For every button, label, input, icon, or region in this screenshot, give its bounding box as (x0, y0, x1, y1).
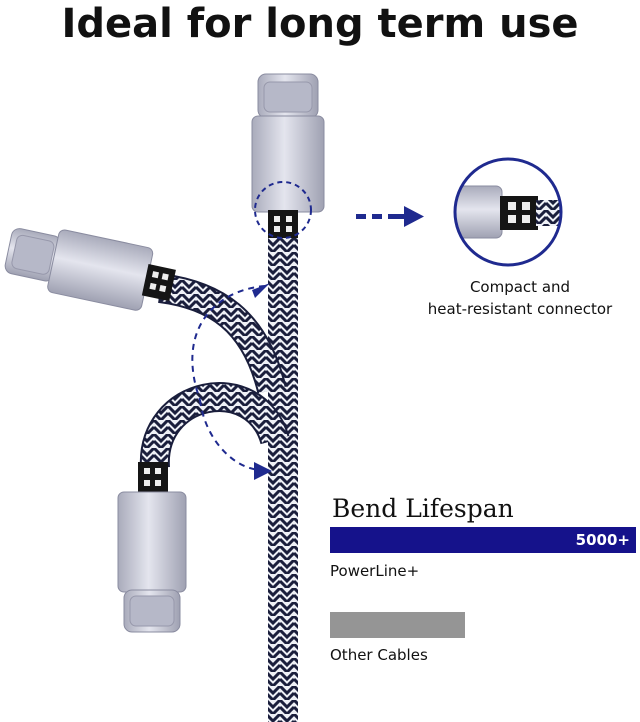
braided-cable-icon (268, 238, 298, 722)
other-cables-bar (330, 612, 465, 638)
connector-caption-line-1: Compact and (469, 278, 571, 296)
bend-lifespan-heading: Bend Lifespan (332, 494, 514, 523)
upper-left-cable (4, 228, 287, 394)
bend-arrow-icon (191, 285, 266, 401)
right-arrow-icon (356, 206, 424, 227)
zoomed-connector (453, 157, 563, 267)
connector-caption-line-2: heat-resistant connector (427, 300, 613, 318)
magnifier-circle-icon (254, 181, 312, 239)
magnifier-circle-icon (453, 157, 563, 267)
other-cables-label: Other Cables (330, 646, 428, 664)
powerline-label: PowerLine+ (330, 562, 420, 580)
lower-left-cable (117, 382, 290, 633)
bend-arrow-icon (199, 399, 263, 471)
page-title: Ideal for long term use (61, 1, 579, 47)
connector-caption: Compact and heat-resistant connector (400, 276, 640, 320)
center-cable (251, 73, 325, 722)
powerline-bar: 5000+ (330, 527, 636, 553)
powerline-bar-value: 5000+ (575, 531, 630, 549)
